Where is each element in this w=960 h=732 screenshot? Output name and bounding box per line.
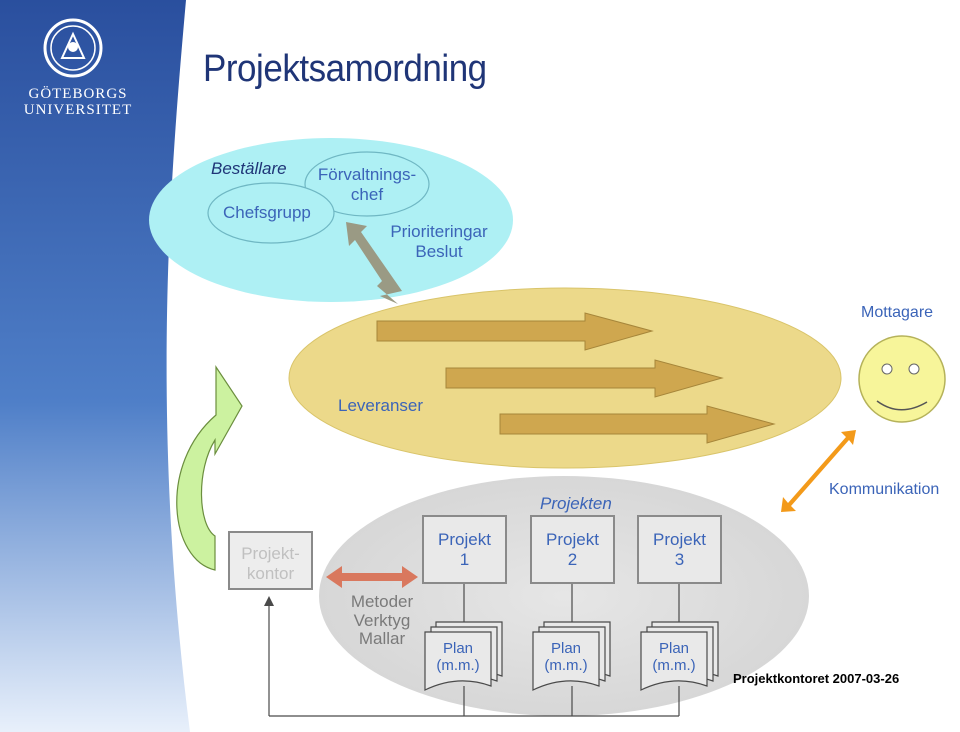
projekt-2-box: Projekt 2	[530, 515, 615, 584]
plan-1-label: Plan (m.m.)	[436, 640, 480, 675]
logo-line-1: GÖTEBORGS	[28, 86, 128, 102]
projekt-2-label: Projekt 2	[546, 530, 599, 569]
projektkontor-label: Projekt- kontor	[241, 544, 300, 583]
forvaltningschef-ellipse	[304, 151, 430, 217]
forvaltningschef-label: Förvaltnings- chef	[317, 165, 417, 204]
feedback-curved-arrow	[176, 365, 243, 571]
mottagare-label: Mottagare	[861, 304, 934, 321]
projekten-label: Projekten	[540, 494, 612, 513]
bestallare-label: Beställare	[211, 159, 287, 178]
prioritering-double-arrow	[346, 222, 402, 304]
plan-3-label: Plan (m.m.)	[652, 640, 696, 675]
footer-text: Projektkontoret 2007-03-26	[733, 671, 900, 686]
connector-lines	[268, 584, 680, 717]
prioriteringar-label: Prioriteringar Beslut	[390, 222, 488, 261]
leveranser-arrow-3	[499, 405, 776, 444]
metoder-label: Metoder Verktyg Mallar	[350, 592, 414, 649]
plan-stack-3-icon	[640, 621, 719, 691]
leveranser-label: Leveranser	[338, 396, 424, 415]
university-seal-icon	[43, 18, 103, 78]
projekt-3-box: Projekt 3	[637, 515, 722, 584]
chefsgrupp-label: Chefsgrupp	[223, 203, 311, 222]
projekt-1-label: Projekt 1	[438, 530, 491, 569]
plan-stack-1-icon	[424, 621, 503, 691]
projekt-3-label: Projekt 3	[653, 530, 706, 569]
plan-stack-2-icon	[532, 621, 611, 691]
logo-line-2: UNIVERSITET	[23, 102, 133, 118]
page-title: Projektsamordning	[203, 48, 487, 90]
kommunikation-label: Kommunikation	[829, 481, 940, 498]
projekt-1-box: Projekt 1	[422, 515, 507, 584]
chefsgrupp-ellipse	[207, 182, 335, 244]
leveranser-arrow-2	[445, 359, 724, 398]
mottagare-smiley-icon	[858, 335, 946, 423]
plan-2-label: Plan (m.m.)	[544, 640, 588, 675]
sidebar-band	[0, 0, 190, 732]
leveranser-arrow-1	[376, 312, 654, 351]
kommunikation-arrow	[781, 430, 856, 512]
connector-arrowhead	[264, 596, 274, 606]
metoder-double-arrow	[326, 566, 418, 588]
projektkontor-box: Projekt- kontor	[228, 531, 313, 590]
